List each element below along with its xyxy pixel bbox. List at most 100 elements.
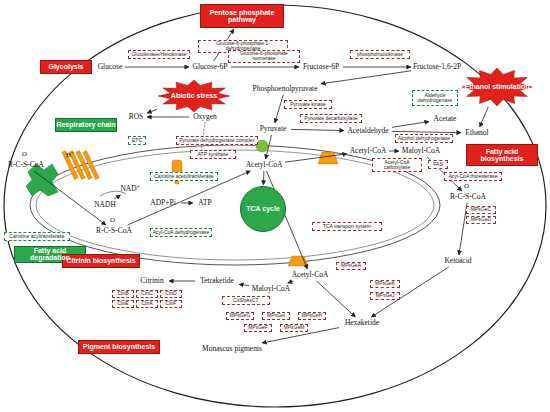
node-text: ETC	[132, 138, 142, 143]
pathway-arrow	[34, 171, 106, 225]
node-text: R-C-S-CoA	[8, 161, 44, 169]
node-text: CtnE	[117, 301, 128, 306]
pathway-arrow	[291, 129, 344, 130]
mitochondrion-outer-membrane	[30, 145, 440, 265]
node-text: CtnA	[141, 301, 152, 306]
enzyme-box: MPsGeG	[226, 312, 254, 320]
node-text: Pigment biosynthesis	[83, 343, 155, 350]
node-text: Aldehyde dehydrogenase	[414, 93, 456, 104]
enzyme-box: Carnitine acyltransferase	[4, 232, 70, 241]
node-text: Hexaketide	[345, 319, 379, 327]
pathway-arrow	[285, 154, 347, 162]
mitochondrion-inner-membrane	[36, 150, 434, 260]
node-text: Pyruvate	[260, 125, 287, 133]
metabolite-node: R-C-S-CoA	[6, 160, 46, 170]
node-text: Fructose-1,6-2P	[413, 63, 461, 71]
node-text: Alcohol dehydrogenase	[398, 136, 450, 141]
node-text: MPsGeF	[248, 325, 268, 330]
pathway-arrow	[392, 122, 429, 128]
metabolite-node: Citrinin	[136, 276, 168, 286]
pathway-arrow	[181, 203, 193, 204]
enzyme-box: ETC	[128, 136, 146, 145]
enzyme-box: CtnE	[112, 300, 134, 308]
node-text: Acyl-CoA thioesterase	[448, 174, 497, 179]
annotation-label: O	[464, 182, 469, 190]
node-text: Glucose-6-phosphate 1-dehydrogenase	[200, 41, 286, 52]
metabolite-node: ATP	[194, 198, 216, 208]
pathway-arrow	[480, 107, 489, 127]
pathway-arrow	[392, 131, 461, 132]
pathway-box: Citrinin biosynthesis	[62, 254, 140, 268]
enzyme-box: Acyl-CoA thioesterase	[444, 172, 502, 181]
node-text: CtnB	[117, 291, 128, 296]
pathway-arrow	[114, 195, 120, 199]
metabolite-node: Monascus pigments	[196, 344, 268, 354]
annotation-label: O	[22, 150, 27, 158]
node-text: Citrinin	[140, 277, 163, 285]
metabolite-node: ADP+Pi	[146, 198, 180, 208]
pathway-box: Pigment biosynthesis	[78, 340, 160, 354]
node-text: Acetyl-CoA	[246, 161, 283, 169]
node-text: MPsGeK	[375, 281, 395, 286]
node-text: Fatty acid biosynthesis	[467, 148, 537, 163]
pathway-box: Fatty acid biosynthesis	[466, 144, 538, 166]
node-text: MPsGeI	[267, 313, 285, 318]
enzyme-box: TCA transport system	[312, 222, 382, 231]
pathway-arrow	[128, 171, 251, 225]
pathway-arrow	[275, 95, 283, 123]
metabolite-node: Hexaketide	[340, 318, 384, 328]
node-text: Pyruvate kinase	[290, 102, 326, 107]
node-text: Carnitine acyltransferase	[9, 234, 64, 239]
metabolite-node: Ketoacid	[440, 256, 476, 266]
metabolite-node: Acetaldehyde	[345, 126, 391, 136]
pathway-arrow	[147, 117, 189, 118]
enzyme-box: Pyruvate decarboxylase	[300, 114, 362, 123]
metabolite-node: Pyruvate	[256, 124, 290, 134]
pathway-box: Respiratory chain	[55, 118, 117, 132]
node-text: CtnC	[141, 291, 152, 296]
node-text: Ketoacid	[444, 257, 471, 265]
complex-stripe	[83, 151, 99, 180]
cycle-circle: TCA cycle	[240, 186, 286, 232]
node-text: Pyruvate dehydrogenase complex	[179, 138, 255, 143]
metabolite-node: Acetyl-CoA	[290, 270, 330, 280]
node-text: TCA transport system	[323, 224, 371, 229]
node-text: R-C-S-CoA	[450, 193, 486, 201]
node-text: Phosphoenolpyruvate	[253, 85, 318, 93]
pathway-arrow	[231, 67, 299, 68]
metabolite-node: Phosphoenolpyruvate	[250, 84, 320, 94]
node-text: Pentose phosphate pathway	[201, 9, 283, 24]
metabolite-node: R-C-S-CoA	[448, 192, 488, 202]
stimulus-burst: Abiotic stress	[158, 80, 230, 112]
enzyme-box: MPsGeK	[370, 280, 400, 288]
pathway-arrow	[239, 284, 249, 285]
node-text: Ethanol stimulation	[465, 83, 530, 90]
metabolite-node: NAD⁺	[118, 184, 142, 194]
node-text: MPsGeA	[341, 263, 361, 268]
metabolite-node: Maloyl-CoA	[400, 146, 442, 156]
node-text: ADP+Pi	[150, 199, 176, 207]
enzyme-box: CtnD	[160, 290, 182, 298]
metabolite-node: NADH	[92, 200, 118, 210]
enzyme-box: ATP synthase	[190, 150, 236, 159]
node-text: Abiotic stress	[171, 92, 217, 99]
node-text: Monascus pigments	[202, 345, 262, 353]
node-text: ATP	[198, 199, 211, 207]
node-text: MPsGeC	[471, 207, 491, 212]
enzyme-box: CtnC	[136, 290, 158, 298]
enzyme-box: MPsGeH	[298, 312, 326, 320]
pathway-arrow	[266, 135, 272, 159]
pathway-arrow	[125, 67, 189, 68]
node-text: phosphofructokinase	[357, 52, 403, 57]
node-text: MPsGeG	[230, 313, 251, 318]
node-text: Carnitine acetyltransferase	[154, 174, 213, 179]
enzyme-box: CtnB	[112, 290, 134, 298]
metabolite-node: Maloyl-CoA	[250, 284, 292, 294]
metabolite-node: Oxygen	[190, 112, 220, 122]
pathway-arrow	[321, 71, 411, 84]
node-text: Glycolysis	[48, 63, 83, 70]
node-text: Glucose-6-phosphate isomerase	[230, 51, 298, 62]
node-text: MPsGeM	[284, 325, 305, 330]
metabolite-node: Tetraketide	[196, 276, 238, 286]
